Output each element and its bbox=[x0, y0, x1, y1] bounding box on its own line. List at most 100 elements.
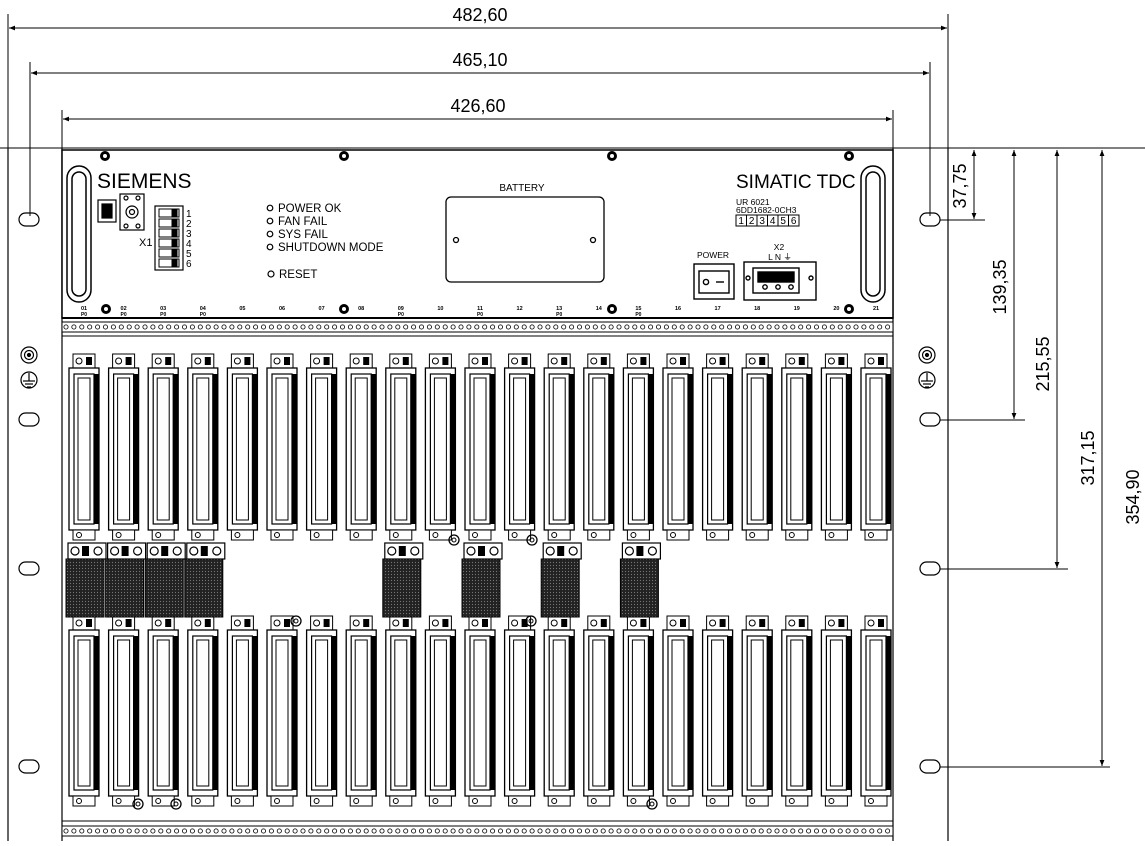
connector-inner bbox=[315, 639, 329, 787]
rail-hole bbox=[450, 324, 456, 330]
clip-tab bbox=[284, 357, 290, 365]
rail-hole bbox=[229, 324, 235, 330]
power-label: POWER bbox=[697, 250, 729, 260]
rail-hole bbox=[885, 828, 891, 834]
rail-hole bbox=[648, 324, 654, 330]
connector-inner bbox=[829, 639, 843, 787]
rack-slots bbox=[61, 321, 894, 837]
connector-rib bbox=[331, 636, 337, 790]
standoff-icon bbox=[135, 801, 141, 807]
slot-connector bbox=[701, 615, 734, 807]
slot-connector bbox=[781, 615, 813, 807]
rail-hole bbox=[577, 828, 583, 834]
connector-clip bbox=[824, 795, 848, 807]
screw-icon bbox=[511, 357, 519, 365]
rail-hole bbox=[782, 828, 788, 834]
screw-icon bbox=[670, 798, 676, 804]
x1-pin-6: 6 bbox=[186, 259, 192, 270]
rail-hole bbox=[411, 324, 417, 330]
led-shutdown-mode-label: SHUTDOWN MODE bbox=[278, 242, 384, 254]
rail-hole bbox=[537, 324, 543, 330]
screw-icon bbox=[630, 532, 637, 538]
battery-label: BATTERY bbox=[499, 183, 545, 194]
connector-clip bbox=[349, 529, 373, 541]
rail-hole bbox=[426, 324, 432, 330]
rail-hole bbox=[853, 324, 859, 330]
rail-hole bbox=[379, 324, 385, 330]
led-icon bbox=[266, 204, 274, 212]
dim-mount-hole-spacing: 465,10 bbox=[452, 50, 507, 70]
screw-icon bbox=[748, 619, 756, 627]
screw-icon bbox=[466, 546, 476, 556]
connector-inner bbox=[117, 377, 131, 521]
standoff-icon bbox=[290, 615, 302, 627]
rail-hole bbox=[103, 828, 109, 834]
clip-tab bbox=[323, 357, 330, 365]
x1-pin-1: 1 bbox=[186, 209, 192, 220]
screw-icon bbox=[551, 798, 558, 804]
model-version-boxes bbox=[735, 214, 800, 227]
rail-hole bbox=[766, 828, 772, 834]
slot-number-21: 21 bbox=[873, 306, 879, 312]
connector-inner bbox=[235, 377, 249, 521]
clip-tab bbox=[86, 619, 92, 627]
rail-hole bbox=[158, 828, 164, 834]
clip-tab bbox=[363, 357, 370, 365]
clip-tab bbox=[600, 357, 607, 365]
rail-hole bbox=[806, 828, 812, 834]
screw-icon bbox=[233, 619, 241, 627]
rail-hole bbox=[63, 828, 69, 834]
screw-icon bbox=[234, 532, 241, 538]
bridge-board bbox=[619, 558, 659, 618]
rail-hole bbox=[648, 828, 654, 834]
bridge-tab bbox=[557, 546, 565, 556]
connector-rib bbox=[371, 636, 377, 790]
screw-icon bbox=[233, 357, 241, 365]
bridge-board bbox=[540, 558, 580, 618]
connector-clip bbox=[587, 795, 611, 807]
screw-icon bbox=[189, 546, 199, 556]
rail-hole bbox=[245, 828, 251, 834]
clip-tab bbox=[640, 619, 647, 627]
rail-hole bbox=[703, 324, 709, 330]
rail-hole bbox=[750, 828, 756, 834]
standoff-icon bbox=[293, 618, 299, 624]
rail-hole bbox=[126, 828, 132, 834]
rail-hole bbox=[640, 324, 646, 330]
rail-hole bbox=[142, 324, 148, 330]
slot-connector bbox=[662, 615, 694, 807]
screw-icon bbox=[115, 619, 123, 627]
standoff-icon bbox=[649, 801, 655, 807]
rail-hole bbox=[600, 324, 606, 330]
rail-hole bbox=[434, 828, 440, 834]
x1-pin-3: 3 bbox=[186, 229, 192, 240]
slot-number-09: 09 bbox=[398, 306, 404, 312]
rail-hole bbox=[584, 324, 590, 330]
ground-screw-left bbox=[20, 346, 38, 364]
connector-clip bbox=[151, 529, 175, 541]
rail-hole bbox=[292, 324, 298, 330]
connector-inner bbox=[156, 639, 170, 787]
rail-hole bbox=[719, 828, 725, 834]
connector-inner bbox=[473, 639, 487, 787]
clip-tab bbox=[363, 619, 370, 627]
rail-hole bbox=[695, 324, 701, 330]
connector-clip bbox=[864, 795, 888, 807]
slot-connector bbox=[68, 615, 100, 807]
rail-hole bbox=[798, 828, 804, 834]
rail-hole bbox=[332, 324, 338, 330]
led-icon bbox=[266, 243, 274, 251]
rail-hole bbox=[205, 324, 211, 330]
rail-hole bbox=[632, 324, 638, 330]
reset-button-icon bbox=[267, 270, 275, 278]
connector-rib bbox=[806, 636, 812, 790]
rail-hole bbox=[553, 828, 559, 834]
connector-inner bbox=[869, 639, 883, 787]
rail-hole bbox=[608, 324, 614, 330]
rail-hole bbox=[577, 324, 583, 330]
connector-rib bbox=[173, 374, 179, 524]
screw-icon bbox=[590, 798, 597, 804]
connector-rib bbox=[688, 636, 693, 790]
rail-hole bbox=[774, 828, 780, 834]
